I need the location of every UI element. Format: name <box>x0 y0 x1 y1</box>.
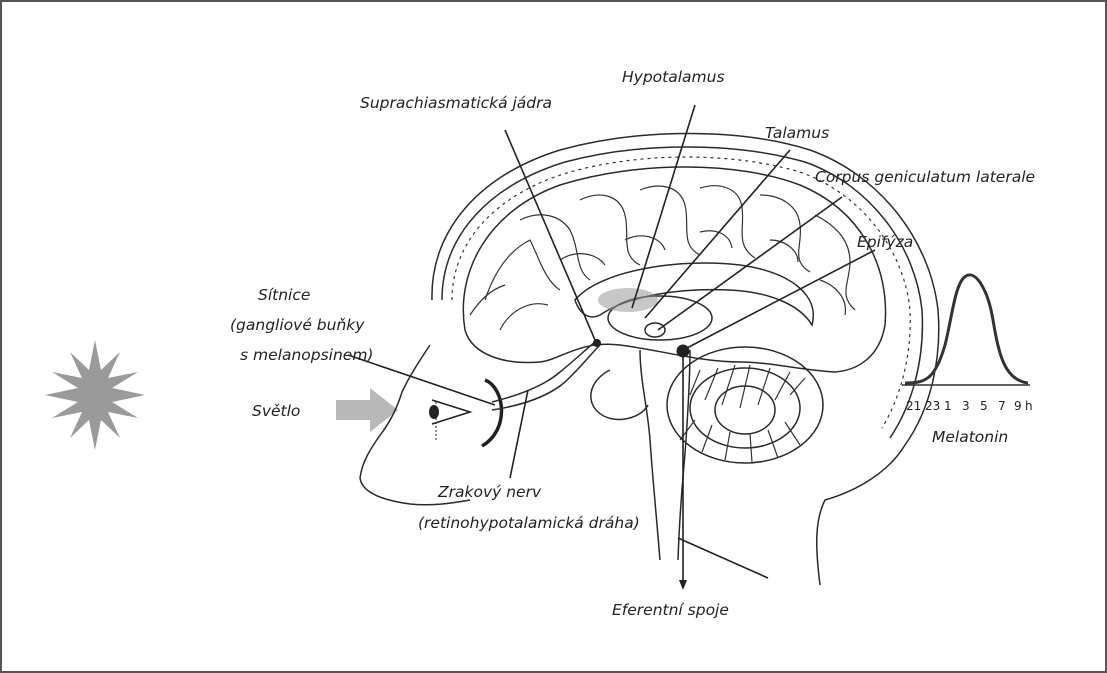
light-arrow <box>336 388 398 432</box>
label-retina-3: s melanopsinem) <box>240 346 373 364</box>
melatonin-tick: 5 <box>980 399 988 413</box>
optic-nerve-lower <box>492 345 600 410</box>
pons <box>591 370 648 419</box>
label-optic-nerve-2: (retinohypotalamická dráha) <box>418 514 640 532</box>
optic-nerve <box>492 342 595 402</box>
hatched-region <box>598 288 658 312</box>
label-retina-2: (gangliové buňky <box>230 316 365 334</box>
scn-dot <box>593 339 601 347</box>
melatonin-tick: 3 <box>962 399 970 413</box>
eye-icon <box>429 380 502 446</box>
label-optic-nerve-1: Zrakový nerv <box>437 483 542 501</box>
label-retina-1: Sítnice <box>258 286 310 304</box>
label-thalamus: Talamus <box>765 124 829 142</box>
label-lgn: Corpus geniculatum laterale <box>815 168 1035 186</box>
leader-epiphysis <box>685 250 875 349</box>
melatonin-chart <box>902 275 1030 385</box>
efferent-arrowhead <box>679 580 687 590</box>
melatonin-tick: 21 <box>906 399 921 413</box>
label-epiphysis: Epifýza <box>857 233 913 251</box>
leader-optic-nerve <box>510 390 528 478</box>
epiphysis-dot <box>677 345 690 358</box>
melatonin-curve <box>905 275 1028 383</box>
label-melatonin: Melatonin <box>932 428 1008 446</box>
leader-suprachiasmatic <box>505 130 595 340</box>
cerebrum-outline <box>463 167 885 372</box>
sun-icon <box>45 340 145 450</box>
leader-thalamus <box>645 150 790 318</box>
melatonin-tick: h <box>1025 399 1033 413</box>
melatonin-tick: 9 <box>1014 399 1022 413</box>
melatonin-tick: 23 <box>925 399 940 413</box>
melatonin-tick: 7 <box>998 399 1006 413</box>
label-light: Světlo <box>252 402 300 420</box>
cerebellum <box>667 347 823 463</box>
label-hypothalamus: Hypotalamus <box>622 68 725 86</box>
label-efferent: Eferentní spoje <box>612 601 729 619</box>
lgn-shape <box>645 323 665 337</box>
melatonin-tick: 1 <box>944 399 952 413</box>
label-suprachiasmatic: Suprachiasmatická jádra <box>360 94 552 112</box>
leader-efferent <box>678 538 768 578</box>
